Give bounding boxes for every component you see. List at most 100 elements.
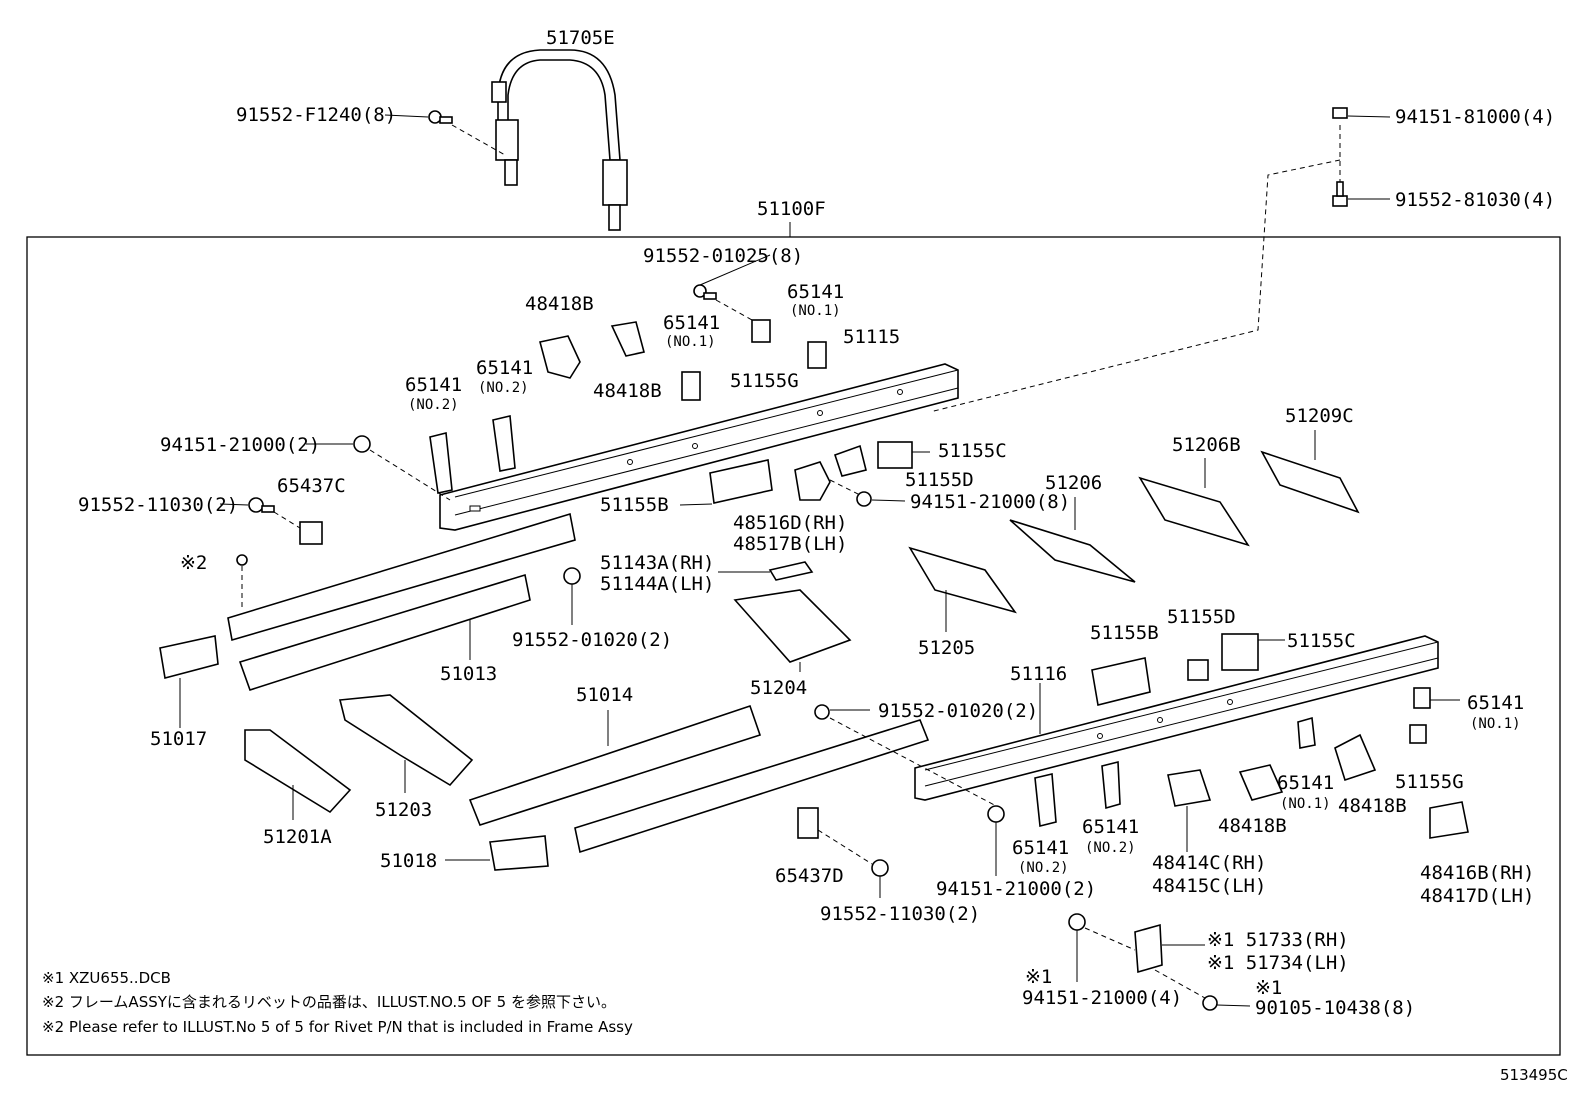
crossmember-51206B xyxy=(1138,458,1250,547)
label-51155G-a: 51155G xyxy=(730,370,799,392)
brackets-65141-no1-upper xyxy=(681,341,827,401)
label-94151-21000-4: 94151-21000(4) xyxy=(1022,987,1182,1009)
label-91552-F1240: 91552-F1240(8) xyxy=(236,104,396,126)
label-51144A: 51144A(LH) xyxy=(600,573,714,595)
label-48414C: 48414C(RH) xyxy=(1152,852,1266,874)
rivet-note2 xyxy=(236,554,248,610)
label-48516D: 48516D(RH) xyxy=(733,512,847,534)
brackets-65141-no2-upper xyxy=(429,415,516,494)
label-65141-no1-d-sub: (NO.1) xyxy=(1280,796,1331,812)
label-51705E: 51705E xyxy=(546,27,615,49)
label-91552-01020-a: 91552-01020(2) xyxy=(512,629,672,651)
label-91552-01025: 91552-01025(8) xyxy=(643,245,803,267)
label-65437D: 65437D xyxy=(775,865,844,887)
label-51155C-b: 51155C xyxy=(1287,630,1356,652)
label-48418B-c: 48418B xyxy=(1338,795,1407,817)
label-91552-11030-b: 91552-11030(2) xyxy=(820,903,980,925)
label-51013: 51013 xyxy=(440,663,497,685)
label-94151-21000-8: 94151-21000(8) xyxy=(910,491,1070,513)
label-65141-no1-c: 65141 xyxy=(1467,692,1524,714)
label-65141-no2-b: 65141 xyxy=(476,357,533,379)
label-94151-21000-a: 94151-21000(2) xyxy=(160,434,320,456)
label-65141-no2-c-sub: (NO.2) xyxy=(1018,860,1069,876)
label-65141-no1-a: 65141 xyxy=(663,312,720,334)
note-2-en: ※2 Please refer to ILLUST.No 5 of 5 for … xyxy=(42,1018,633,1036)
label-48517B: 48517B(LH) xyxy=(733,533,847,555)
label-note2-mark: ※2 xyxy=(180,552,207,574)
label-91552-81030: 91552-81030(4) xyxy=(1395,189,1555,211)
label-65141-no2-a: 65141 xyxy=(405,374,462,396)
rail-51013-drawing xyxy=(227,512,581,691)
note-2-jp: ※2 フレームASSYに含まれるリベットの品番は、ILLUST.NO.5 OF … xyxy=(42,993,616,1011)
label-48418B-a: 48418B xyxy=(525,293,594,315)
label-51209C: 51209C xyxy=(1285,405,1354,427)
label-51734: ※1 51734(LH) xyxy=(1207,952,1349,974)
label-65141-no2-d-sub: (NO.2) xyxy=(1085,840,1136,856)
label-94151-81000: 94151-81000(4) xyxy=(1395,106,1555,128)
label-51155B-b: 51155B xyxy=(1090,622,1159,644)
label-91552-01020-b: 91552-01020(2) xyxy=(878,700,1038,722)
plate-51155B-upper xyxy=(679,459,773,506)
crossmember-51205 xyxy=(908,546,1017,632)
bracket-51733 xyxy=(1068,913,1251,1011)
brackets-51155-lower xyxy=(1091,633,1285,706)
label-65141-no2-d: 65141 xyxy=(1082,816,1139,838)
nut-94151-21000-lower xyxy=(987,805,1005,876)
label-51155G-b: 51155G xyxy=(1395,771,1464,793)
bolt-91552F1240-drawing xyxy=(384,110,506,156)
label-65141-no1-b-sub: (NO.1) xyxy=(790,303,841,319)
note-1: ※1 XZU655..DCB xyxy=(42,969,171,987)
label-90105-10438: 90105-10438(8) xyxy=(1255,997,1415,1019)
crossmember-51201A xyxy=(244,729,352,820)
label-48416B: 48416B(RH) xyxy=(1420,862,1534,884)
rail-51014-drawing xyxy=(468,704,762,826)
label-65141-no2-b-sub: (NO.2) xyxy=(478,380,529,396)
part-51705E-drawing xyxy=(491,49,628,231)
label-91552-11030-a: 91552-11030(2) xyxy=(78,494,238,516)
label-51733: ※1 51733(RH) xyxy=(1207,929,1349,951)
label-51014: 51014 xyxy=(576,684,633,706)
label-65141-no1-b: 65141 xyxy=(787,281,844,303)
label-51100F: 51100F xyxy=(757,198,826,220)
label-48415C: 48415C(LH) xyxy=(1152,875,1266,897)
label-94151-21000-b: 94151-21000(2) xyxy=(936,878,1096,900)
label-51205: 51205 xyxy=(918,637,975,659)
crossmember-51203 xyxy=(338,694,474,793)
label-65141-no2-a-sub: (NO.2) xyxy=(408,397,459,413)
rail-51116-drawing xyxy=(914,635,1439,801)
label-51116: 51116 xyxy=(1010,663,1067,685)
label-51115: 51115 xyxy=(843,326,900,348)
plate-51143A xyxy=(718,561,814,581)
frame-assembly-outline xyxy=(26,236,1561,1056)
brackets-right-lower xyxy=(1167,687,1469,852)
label-90105-mark: ※1 xyxy=(1255,977,1282,999)
illustration-id: 513495C xyxy=(1500,1066,1568,1084)
label-65437C: 65437C xyxy=(277,475,346,497)
crossmember-51204 xyxy=(733,589,852,672)
label-51206B: 51206B xyxy=(1172,434,1241,456)
label-51018: 51018 xyxy=(380,850,437,872)
bracket-65437D xyxy=(797,807,889,898)
bracket-48516D xyxy=(794,461,906,507)
rail-inner-lower xyxy=(574,704,1001,854)
label-65141-no1-a-sub: (NO.1) xyxy=(665,334,716,350)
label-65141-no1-c-sub: (NO.1) xyxy=(1470,716,1521,732)
label-94151-21000-4-mark: ※1 xyxy=(1025,966,1052,988)
label-51143A: 51143A(RH) xyxy=(600,552,714,574)
label-48417D: 48417D(LH) xyxy=(1420,885,1534,907)
label-51017: 51017 xyxy=(150,728,207,750)
label-51155D-a: 51155D xyxy=(905,469,974,491)
label-51155C-a: 51155C xyxy=(938,440,1007,462)
label-51155B-a: 51155B xyxy=(600,494,669,516)
bracket-51018 xyxy=(445,835,549,871)
nut-94151-21000-left xyxy=(306,435,451,501)
brackets-51155C-51155D-upper xyxy=(833,441,930,477)
bracket-65437C xyxy=(219,497,323,545)
label-51155D-b: 51155D xyxy=(1167,606,1236,628)
plate-51155G-upper xyxy=(693,254,771,343)
crossmember-51209C xyxy=(1260,430,1360,514)
bolts-top-right-drawing xyxy=(929,107,1391,413)
label-48418B-b: 48418B xyxy=(593,380,662,402)
label-51204: 51204 xyxy=(750,677,807,699)
label-65141-no1-d: 65141 xyxy=(1277,772,1334,794)
